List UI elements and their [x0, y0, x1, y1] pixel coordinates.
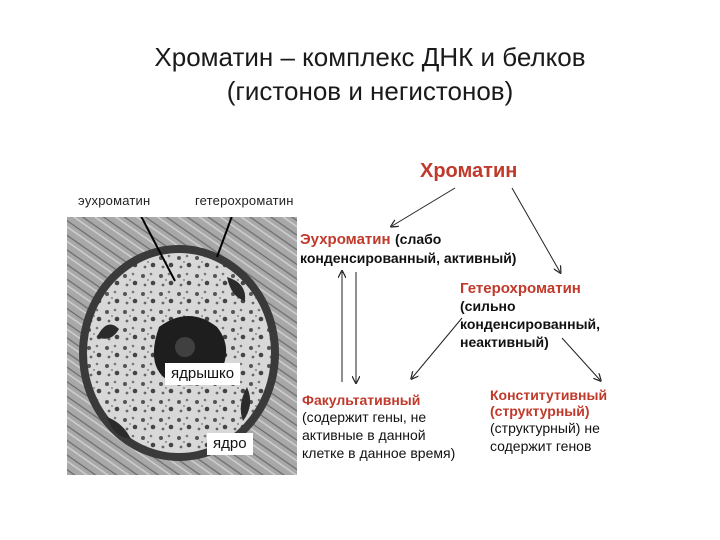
arrow-root-to-euchromatin: [392, 188, 455, 226]
node-chromatin: Хроматин: [420, 160, 517, 183]
heterochromatin-desc-2: конденсированный,: [460, 315, 600, 333]
heterochromatin-desc-3: неактивный): [460, 333, 600, 351]
euchromatin-desc-line2: конденсированный, активный): [300, 249, 516, 267]
facultative-desc-3: клетке в данное время): [302, 444, 455, 462]
node-euchromatin: Эухроматин (слабо конденсированный, акти…: [300, 230, 516, 267]
facultative-name: Факультативный: [302, 392, 455, 408]
node-facultative: Факультативный (содержит гены, не активн…: [302, 392, 455, 462]
node-constitutive: Конститутивный (структурный) (структурны…: [490, 387, 607, 455]
euchromatin-name: Эухроматин: [300, 231, 391, 248]
node-heterochromatin: Гетерохроматин (сильно конденсированный,…: [460, 280, 600, 351]
constitutive-name-line2: (структурный): [490, 403, 607, 419]
constitutive-name: Конститутивный: [490, 387, 607, 403]
facultative-desc-1: (содержит гены, не: [302, 408, 455, 426]
heterochromatin-desc-1: (сильно: [460, 297, 600, 315]
constitutive-desc-1: (структурный) не: [490, 419, 607, 437]
heterochromatin-name: Гетерохроматин: [460, 280, 600, 297]
euchromatin-desc-inline: (слабо: [395, 231, 441, 247]
constitutive-desc-2: содержит генов: [490, 437, 607, 455]
arrow-root-to-heterochromatin: [512, 188, 560, 272]
facultative-desc-2: активные в данной: [302, 426, 455, 444]
arrow-heterochromatin-to-facultative: [412, 318, 462, 378]
